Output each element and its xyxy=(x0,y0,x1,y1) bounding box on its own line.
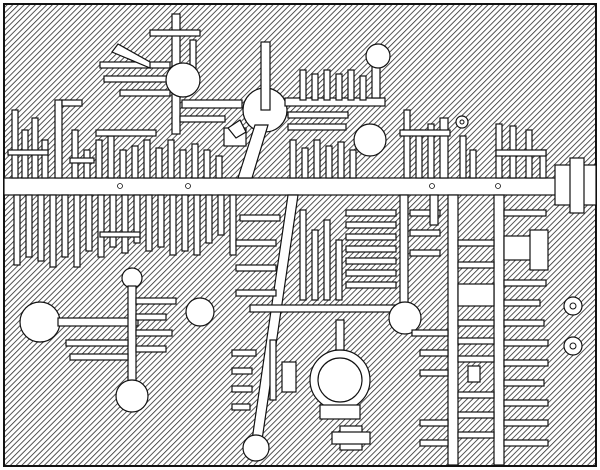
east-round-cell-north-inner xyxy=(569,302,577,310)
northeast-gallery-branches xyxy=(284,57,547,179)
central-north-shaft xyxy=(260,41,271,111)
main-east-west-gallery xyxy=(3,177,565,196)
rotunda xyxy=(309,319,371,420)
northeast-small-dome xyxy=(365,43,391,69)
east-side-rooms xyxy=(411,209,549,447)
far-east-corridor xyxy=(493,194,505,466)
south-cross-chamber xyxy=(331,425,371,451)
northeast-round-cell xyxy=(455,115,469,129)
south-end-dome xyxy=(242,434,270,462)
east-round-cell-south xyxy=(563,336,583,356)
east-cross-chamber-notch xyxy=(569,157,585,214)
east-central-comb xyxy=(345,194,441,316)
west-domed-chamber xyxy=(19,301,61,343)
central-diagonal-gallery xyxy=(237,124,269,179)
east-long-corridor xyxy=(447,194,459,466)
east-central-dome xyxy=(388,301,422,335)
west-north-south-shaft xyxy=(127,285,137,392)
central-south-dome xyxy=(185,297,215,327)
northwest-corridor-comb xyxy=(7,99,223,179)
east-round-cell-north xyxy=(563,296,583,316)
west-central-dome xyxy=(121,267,143,289)
east-round-cell-south-inner xyxy=(569,342,577,350)
central-south-comb xyxy=(231,209,401,411)
northeast-domed-chamber xyxy=(353,123,387,157)
southwest-domed-chamber xyxy=(115,379,149,413)
northwest-domed-chamber xyxy=(165,62,201,98)
southwest-corridor-comb xyxy=(13,194,237,268)
